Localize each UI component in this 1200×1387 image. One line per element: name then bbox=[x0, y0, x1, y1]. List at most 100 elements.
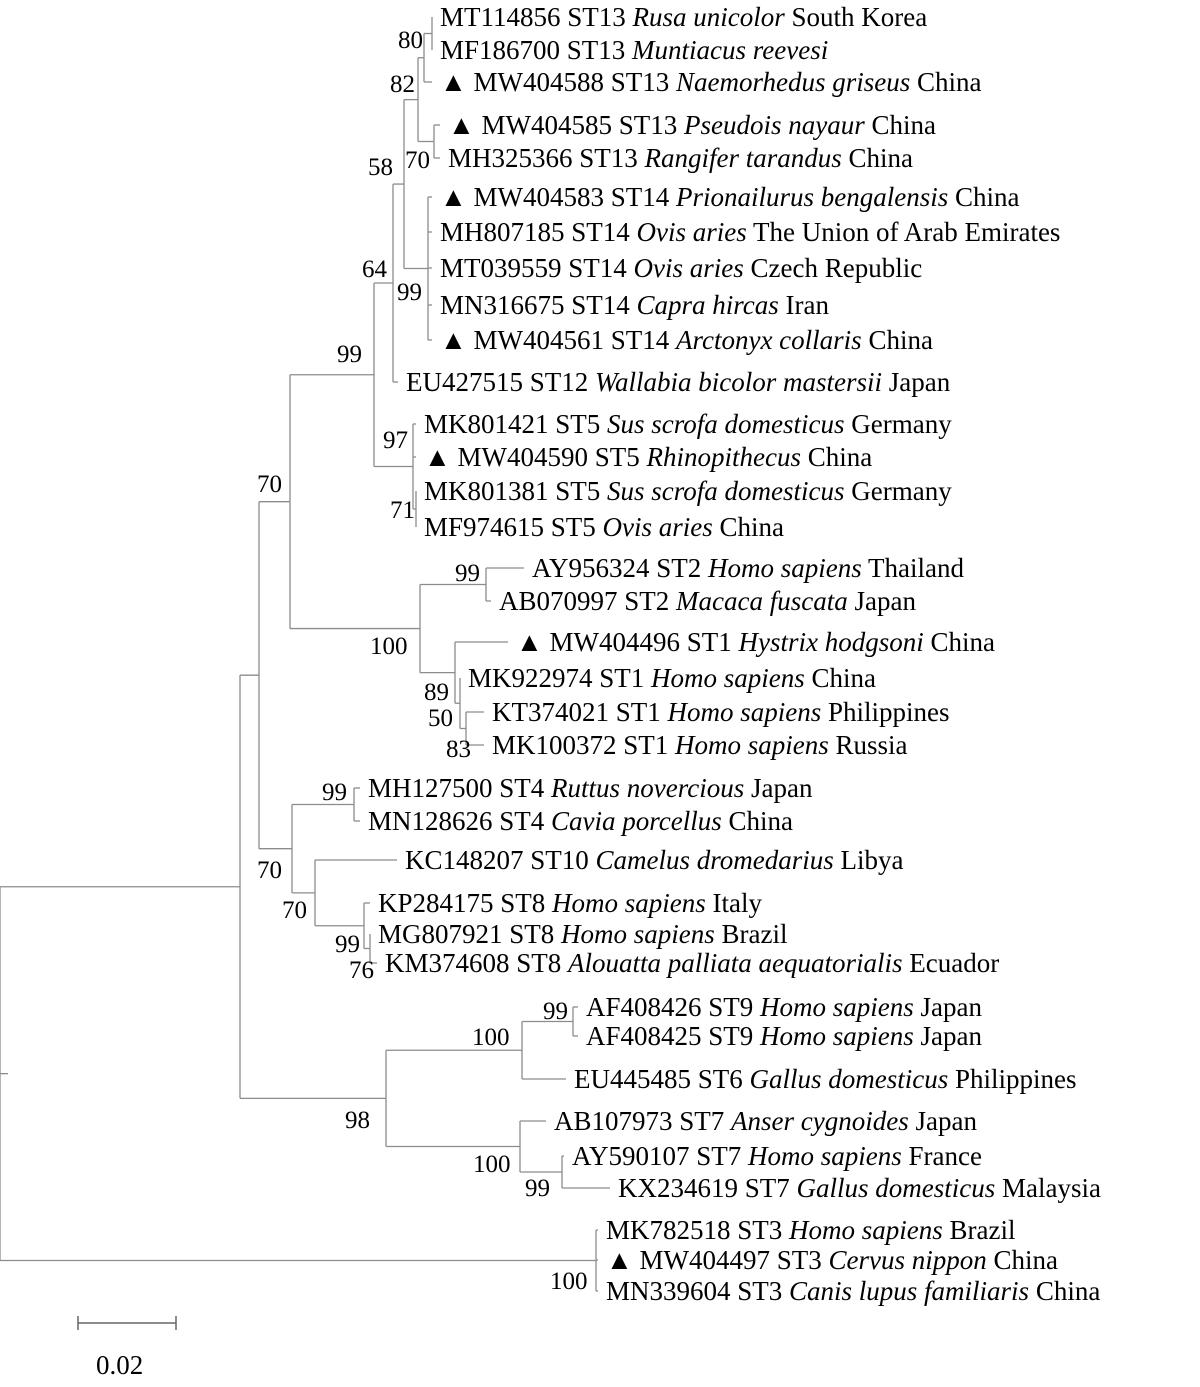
taxon-country: China bbox=[862, 325, 933, 355]
taxon-label-t06: ▲ MW404583 ST14 Prionailurus bengalensis… bbox=[440, 182, 1020, 212]
taxon-accession: AB107973 ST7 bbox=[554, 1106, 731, 1136]
taxon-species: Cervus nippon bbox=[828, 1245, 986, 1275]
bootstrap-n_st6_7_9: 98 bbox=[345, 1107, 370, 1134]
taxon-accession: AY590107 ST7 bbox=[572, 1141, 748, 1171]
taxon-country: China bbox=[865, 110, 936, 140]
taxon-accession: MG807921 ST8 bbox=[378, 919, 561, 949]
taxon-accession: MN339604 ST3 bbox=[606, 1276, 789, 1306]
taxon-label-t08: MT039559 ST14 Ovis aries Czech Republic bbox=[440, 253, 922, 283]
taxon-species: Sus scrofa domesticus bbox=[607, 476, 845, 506]
taxon-species: Arctonyx collaris bbox=[674, 325, 862, 355]
taxon-label-t15: MF974615 ST5 Ovis aries China bbox=[424, 512, 784, 542]
bootstrap-values: 8082705899649771999989508310070999976707… bbox=[257, 27, 588, 1295]
taxon-label-t20: KT374021 ST1 Homo sapiens Philippines bbox=[492, 697, 950, 727]
taxon-country: Russia bbox=[829, 730, 908, 760]
taxon-accession: MK782518 ST3 bbox=[606, 1215, 789, 1245]
taxon-marker: ▲ bbox=[440, 182, 473, 212]
taxon-country: China bbox=[722, 806, 793, 836]
taxon-country: Japan bbox=[882, 367, 951, 397]
scale-bar-label: 0.02 bbox=[96, 1350, 143, 1380]
taxon-species: Naemorhedus griseus bbox=[675, 67, 910, 97]
taxon-country: Japan bbox=[848, 586, 917, 616]
taxon-label-t16: AY956324 ST2 Homo sapiens Thailand bbox=[532, 553, 965, 583]
taxon-accession: MF186700 ST13 bbox=[440, 35, 632, 65]
taxon-accession: MF974615 ST5 bbox=[424, 512, 603, 542]
taxon-country: China bbox=[924, 627, 995, 657]
taxon-label-t05: MH325366 ST13 Rangifer tarandus China bbox=[448, 143, 913, 173]
taxon-label-t29: AF408425 ST9 Homo sapiens Japan bbox=[586, 1021, 983, 1051]
taxon-accession: AF408426 ST9 bbox=[586, 992, 760, 1022]
taxon-country: Japan bbox=[914, 1021, 983, 1051]
bootstrap-n_st13_14_12: 64 bbox=[362, 256, 388, 283]
taxon-labels: MT114856 ST13 Rusa unicolor South KoreaM… bbox=[368, 2, 1101, 1306]
taxon-accession: AF408425 ST9 bbox=[586, 1021, 760, 1051]
taxon-country: Brazil bbox=[715, 919, 788, 949]
taxon-accession: MT114856 ST13 bbox=[440, 2, 633, 32]
taxon-label-t11: EU427515 ST12 Wallabia bicolor mastersii… bbox=[406, 367, 951, 397]
taxon-label-t30: EU445485 ST6 Gallus domesticus Philippin… bbox=[574, 1064, 1077, 1094]
taxon-accession: MH325366 ST13 bbox=[448, 143, 645, 173]
taxon-country: Brazil bbox=[943, 1215, 1016, 1245]
taxon-accession: AY956324 ST2 bbox=[532, 553, 708, 583]
bootstrap-n_st1c: 83 bbox=[446, 736, 471, 763]
taxon-label-t35: ▲ MW404497 ST3 Cervus nippon China bbox=[606, 1245, 1058, 1275]
bootstrap-n_upper: 99 bbox=[337, 341, 362, 368]
taxon-species: Cavia porcellus bbox=[551, 806, 722, 836]
taxon-accession: MK100372 ST1 bbox=[492, 730, 675, 760]
taxon-species: Wallabia bicolor mastersii bbox=[595, 367, 882, 397]
taxon-accession: KM374608 ST8 bbox=[385, 948, 568, 978]
bootstrap-n_st8a: 99 bbox=[335, 931, 360, 958]
taxon-country: China bbox=[910, 67, 981, 97]
taxon-label-t28: AF408426 ST9 Homo sapiens Japan bbox=[586, 992, 983, 1022]
taxon-accession: EU445485 ST6 bbox=[574, 1064, 750, 1094]
bootstrap-n_st7: 100 bbox=[473, 1151, 511, 1178]
taxon-country: Japan bbox=[909, 1106, 978, 1136]
taxon-label-t36: MN339604 ST3 Canis lupus familiaris Chin… bbox=[606, 1276, 1100, 1306]
bootstrap-n_st2: 99 bbox=[455, 560, 480, 587]
taxon-label-t07: MH807185 ST14 Ovis aries The Union of Ar… bbox=[440, 217, 1060, 247]
bootstrap-n_st8b: 76 bbox=[349, 957, 374, 984]
taxon-species: Pseudois nayaur bbox=[683, 110, 865, 140]
taxon-country: France bbox=[902, 1141, 982, 1171]
taxon-species: Macaca fuscata bbox=[675, 586, 848, 616]
taxon-species: Canis lupus familiaris bbox=[789, 1276, 1029, 1306]
taxon-marker: ▲ bbox=[424, 442, 457, 472]
bootstrap-n_st5: 97 bbox=[383, 427, 408, 454]
bootstrap-n_st1a: 89 bbox=[424, 679, 449, 706]
taxon-country: Malaysia bbox=[995, 1173, 1101, 1203]
taxon-label-t32: AY590107 ST7 Homo sapiens France bbox=[572, 1141, 982, 1171]
bootstrap-n_st10_8: 70 bbox=[282, 897, 307, 924]
bootstrap-n_st7b: 99 bbox=[525, 1175, 550, 1202]
bootstrap-n_st5b: 71 bbox=[390, 497, 415, 524]
taxon-label-t03: ▲ MW404588 ST13 Naemorhedus griseus Chin… bbox=[440, 67, 982, 97]
taxon-accession: MK801381 ST5 bbox=[424, 476, 607, 506]
taxon-species: Ovis aries bbox=[637, 217, 747, 247]
taxon-accession: KC148207 ST10 bbox=[405, 845, 596, 875]
taxon-label-t01: MT114856 ST13 Rusa unicolor South Korea bbox=[440, 2, 927, 32]
taxon-species: Rhinopithecus bbox=[645, 442, 800, 472]
taxon-country: Germany bbox=[845, 409, 953, 439]
taxon-marker: ▲ bbox=[440, 325, 473, 355]
taxon-accession: MW404496 ST1 bbox=[549, 627, 738, 657]
taxon-species: Rangifer tarandus bbox=[644, 143, 842, 173]
bootstrap-n_st1_2: 100 bbox=[370, 633, 408, 660]
taxon-label-t23: MN128626 ST4 Cavia porcellus China bbox=[368, 806, 793, 836]
taxon-country: China bbox=[1029, 1276, 1100, 1306]
taxon-accession: MW404497 ST3 bbox=[639, 1245, 828, 1275]
taxon-accession: MT039559 ST14 bbox=[440, 253, 634, 283]
taxon-country: Italy bbox=[706, 888, 763, 918]
taxon-label-t27: KM374608 ST8 Alouatta palliata aequatori… bbox=[385, 948, 999, 978]
bootstrap-n_st13c: 70 bbox=[405, 147, 430, 174]
taxon-country: South Korea bbox=[785, 2, 927, 32]
taxon-accession: MK801421 ST5 bbox=[424, 409, 607, 439]
taxon-label-t26: MG807921 ST8 Homo sapiens Brazil bbox=[378, 919, 788, 949]
taxon-label-t13: ▲ MW404590 ST5 Rhinopithecus China bbox=[424, 442, 872, 472]
bootstrap-n_st13a: 80 bbox=[398, 27, 423, 54]
taxon-species: Homo sapiens bbox=[560, 919, 715, 949]
taxon-country: Japan bbox=[744, 773, 813, 803]
bootstrap-n_st13b: 82 bbox=[390, 71, 415, 98]
taxon-species: Prionailurus bengalensis bbox=[675, 182, 948, 212]
taxon-species: Homo sapiens bbox=[759, 1021, 914, 1051]
taxon-country: Philippines bbox=[821, 697, 949, 727]
